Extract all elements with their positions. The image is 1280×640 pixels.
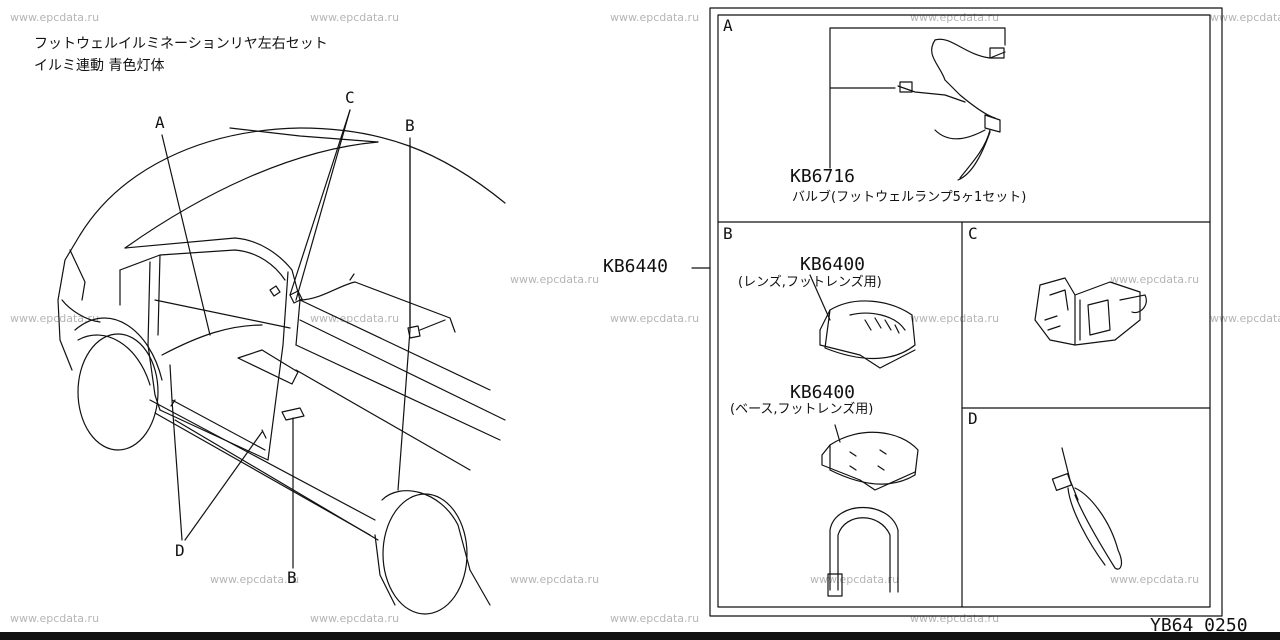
watermark: www.epcdata.ru xyxy=(10,11,100,24)
panel-d-label: D xyxy=(968,409,978,428)
bottom-border xyxy=(0,632,1280,640)
base-description: (ベース,フットレンズ用) xyxy=(730,402,874,417)
callout-b-bottom: B xyxy=(287,568,297,587)
callout-b-top: B xyxy=(405,116,415,135)
callout-a: A xyxy=(155,113,165,132)
panel-c-label: C xyxy=(968,224,978,243)
panel-b-label: B xyxy=(723,224,733,243)
watermark: www.epcdata.ru xyxy=(310,612,400,625)
watermark: www.epcdata.ru xyxy=(310,11,400,24)
bulb-description: バルブ(フットウェルランプ5ヶ1セット) xyxy=(792,190,1027,205)
watermark: www.epcdata.ru xyxy=(1210,11,1280,24)
watermark: www.epcdata.ru xyxy=(1110,273,1200,286)
lamp-clip-drawing xyxy=(1034,277,1147,346)
base-part-number[interactable]: KB6400 xyxy=(790,382,856,403)
watermark: www.epcdata.ru xyxy=(210,573,300,586)
watermark: www.epcdata.ru xyxy=(610,612,700,625)
cable-tie-drawing xyxy=(1051,447,1123,570)
foot-lens-base-drawing xyxy=(821,424,919,491)
panel-a-label: A xyxy=(723,16,733,35)
lens-part-number[interactable]: KB6400 xyxy=(800,254,866,275)
watermark: www.epcdata.ru xyxy=(910,612,1000,625)
watermark: www.epcdata.ru xyxy=(1210,312,1280,325)
watermark: www.epcdata.ru xyxy=(610,11,700,24)
watermark: www.epcdata.ru xyxy=(10,312,100,325)
watermark: www.epcdata.ru xyxy=(510,573,600,586)
lens-description: (レンズ,フットレンズ用) xyxy=(738,275,882,290)
watermark: www.epcdata.ru xyxy=(910,312,1000,325)
callout-d: D xyxy=(175,541,185,560)
parts-panel-frame xyxy=(691,7,1223,617)
diagram-code: YB64 0250 xyxy=(1150,615,1248,636)
watermark: www.epcdata.ru xyxy=(610,312,700,325)
callout-c: C xyxy=(345,88,355,107)
watermark: www.epcdata.ru xyxy=(910,11,1000,24)
watermark: www.epcdata.ru xyxy=(510,273,600,286)
watermark: www.epcdata.ru xyxy=(1110,573,1200,586)
watermark: www.epcdata.ru xyxy=(10,612,100,625)
title-line-2: イルミ連動 青色灯体 xyxy=(34,58,165,74)
watermark: www.epcdata.ru xyxy=(810,573,900,586)
main-part-number[interactable]: KB6440 xyxy=(603,256,669,277)
foot-lens-drawing xyxy=(809,274,916,369)
bulb-part-number[interactable]: KB6716 xyxy=(790,166,856,187)
title-line-1: フットウェルイルミネーションリヤ左右セット xyxy=(34,36,328,52)
vehicle-illustration xyxy=(57,109,506,615)
bulb-harness-drawing xyxy=(829,27,1006,181)
wire-drawing xyxy=(827,507,899,597)
